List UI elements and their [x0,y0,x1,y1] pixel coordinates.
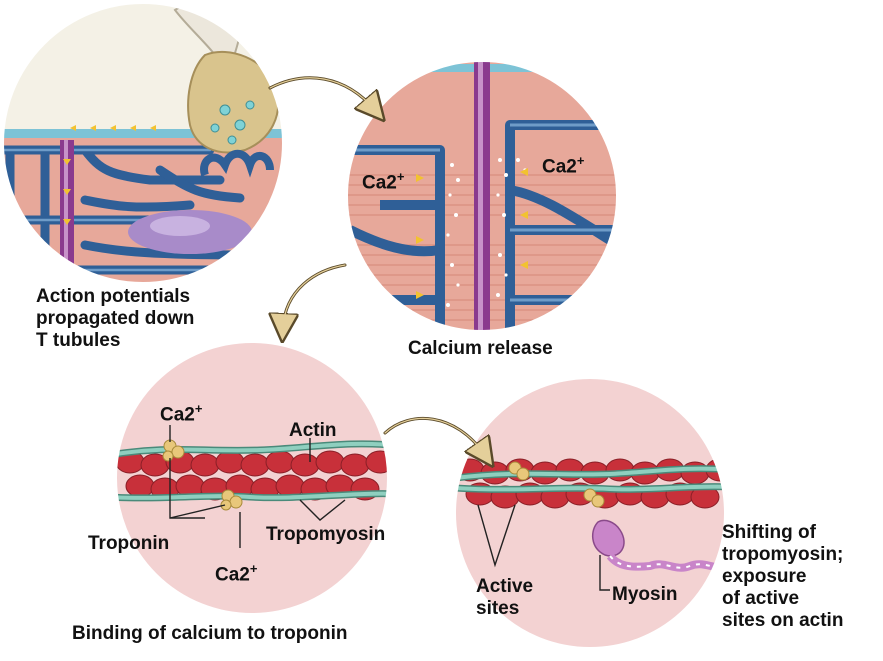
label-ca2-right: Ca2+ [542,153,585,178]
label-active-sites: Active sites [476,576,534,619]
panel-2-circle [347,61,617,331]
panel-4-circle [455,378,725,648]
panel-1-circle [3,3,283,283]
label-troponin: Troponin [88,533,170,554]
panel-3-circle [116,342,388,614]
label-binding-calcium: Binding of calcium to troponin [72,623,348,644]
label-tropomyosin: Tropomyosin [266,524,386,545]
label-actin: Actin [289,420,337,441]
label-ca2-bottom: Ca2+ [215,561,258,586]
label-ca2-top: Ca2+ [160,401,203,426]
label-ca2-left: Ca2+ [362,169,405,194]
label-calcium-release: Calcium release [408,338,553,359]
label-action-potentials: Action potentials propagated down T tubu… [36,286,195,351]
label-myosin: Myosin [612,584,678,605]
label-shifting-tropomyosin: Shifting of tropomyosin; exposure of act… [722,522,844,631]
